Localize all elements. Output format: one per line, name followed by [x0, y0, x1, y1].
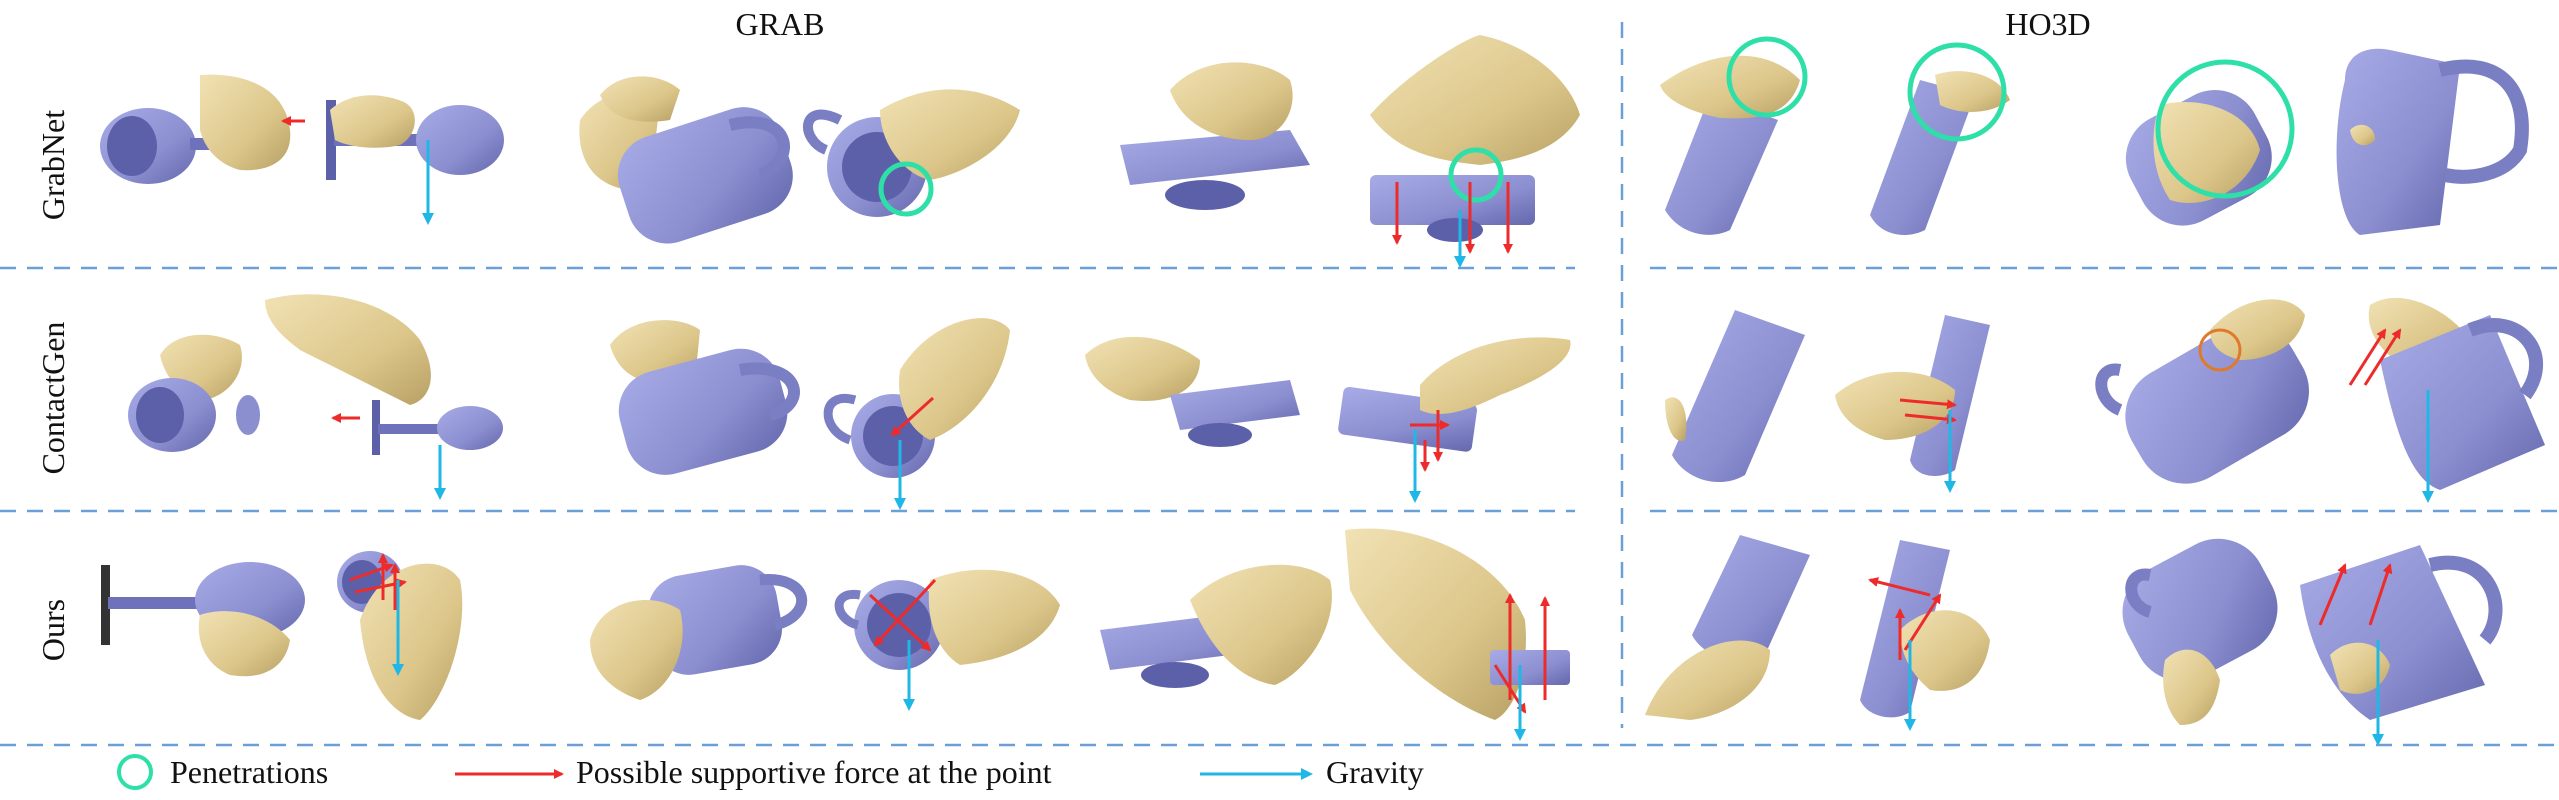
ours-bottle-b [1860, 540, 1990, 718]
header-ho3d: HO3D [2005, 6, 2090, 42]
grabnet-pitcher-b [2336, 48, 2529, 235]
ours-force-arrows-mug [868, 578, 937, 652]
contactgen-force-arrows-camera [1410, 410, 1450, 472]
contactgen-pitcher-a [2095, 299, 2309, 484]
grabnet-penetration-circle-3 [1726, 36, 1808, 118]
row-grabnet-cells [100, 35, 2529, 268]
contactgen-force-arrow-2 [890, 396, 935, 437]
grabnet-mug-a [579, 76, 793, 244]
ours-wineglass-a [101, 562, 305, 677]
ours-bottle-a [1645, 535, 1810, 720]
row-label-contactgen: ContactGen [35, 322, 71, 475]
contactgen-camera-a [1085, 336, 1300, 447]
contactgen-bottle-b [1835, 315, 1990, 476]
grabnet-force-arrows-camera [1392, 182, 1513, 254]
contactgen-force-arrows-bottle [1899, 398, 1957, 425]
contactgen-pitcher-b [2368, 297, 2545, 490]
grabnet-camera-b [1370, 35, 1580, 242]
legend-gravity-label: Gravity [1326, 754, 1424, 790]
row-ours-cells [101, 528, 2503, 746]
grid-dividers [0, 22, 2559, 747]
grabnet-bottle-b [1870, 71, 2010, 235]
grabnet-penetration-circle-2 [1448, 147, 1504, 203]
grabnet-penetration-circle-1 [878, 161, 934, 217]
contactgen-camera-b [1338, 337, 1571, 452]
ours-mug-a [590, 565, 808, 700]
row-label-grabnet: GrabNet [35, 110, 71, 220]
row-label-ours: Ours [35, 599, 71, 661]
legend-penetration-icon [117, 754, 153, 790]
ours-camera-a [1100, 564, 1332, 688]
ours-pitcher-a [2122, 538, 2278, 725]
contactgen-wineglass-a [128, 334, 260, 452]
grabnet-camera-a [1120, 62, 1310, 210]
row-contactgen-cells [128, 294, 2545, 510]
ours-mug-b [834, 569, 1060, 670]
contactgen-mug-b [823, 318, 1010, 478]
ours-force-arrows-pitcher [2318, 563, 2393, 626]
contactgen-force-arrows-pitcher [2348, 328, 2402, 386]
legend: Penetrations Possible supportive force a… [117, 754, 1424, 790]
contactgen-wineglass-b [265, 294, 503, 455]
contactgen-orange-circle [2198, 328, 2242, 372]
legend-support-label: Possible supportive force at the point [576, 754, 1052, 790]
ours-camera-b [1345, 528, 1570, 720]
contactgen-bottle-a [1665, 310, 1805, 483]
grabnet-penetration-circle-4 [1907, 42, 2007, 142]
grabnet-pitcher-a [2125, 90, 2272, 226]
grabnet-wineglass-b [326, 95, 504, 180]
header-grab: GRAB [736, 6, 825, 42]
legend-penetrations-label: Penetrations [170, 754, 328, 790]
contactgen-mug-a [610, 320, 800, 475]
grabnet-penetration-circle-5 [2155, 59, 2295, 199]
grabnet-wineglass-a [100, 74, 291, 184]
grabnet-mug-b [803, 89, 1020, 217]
ours-pitcher-b [2300, 545, 2503, 720]
